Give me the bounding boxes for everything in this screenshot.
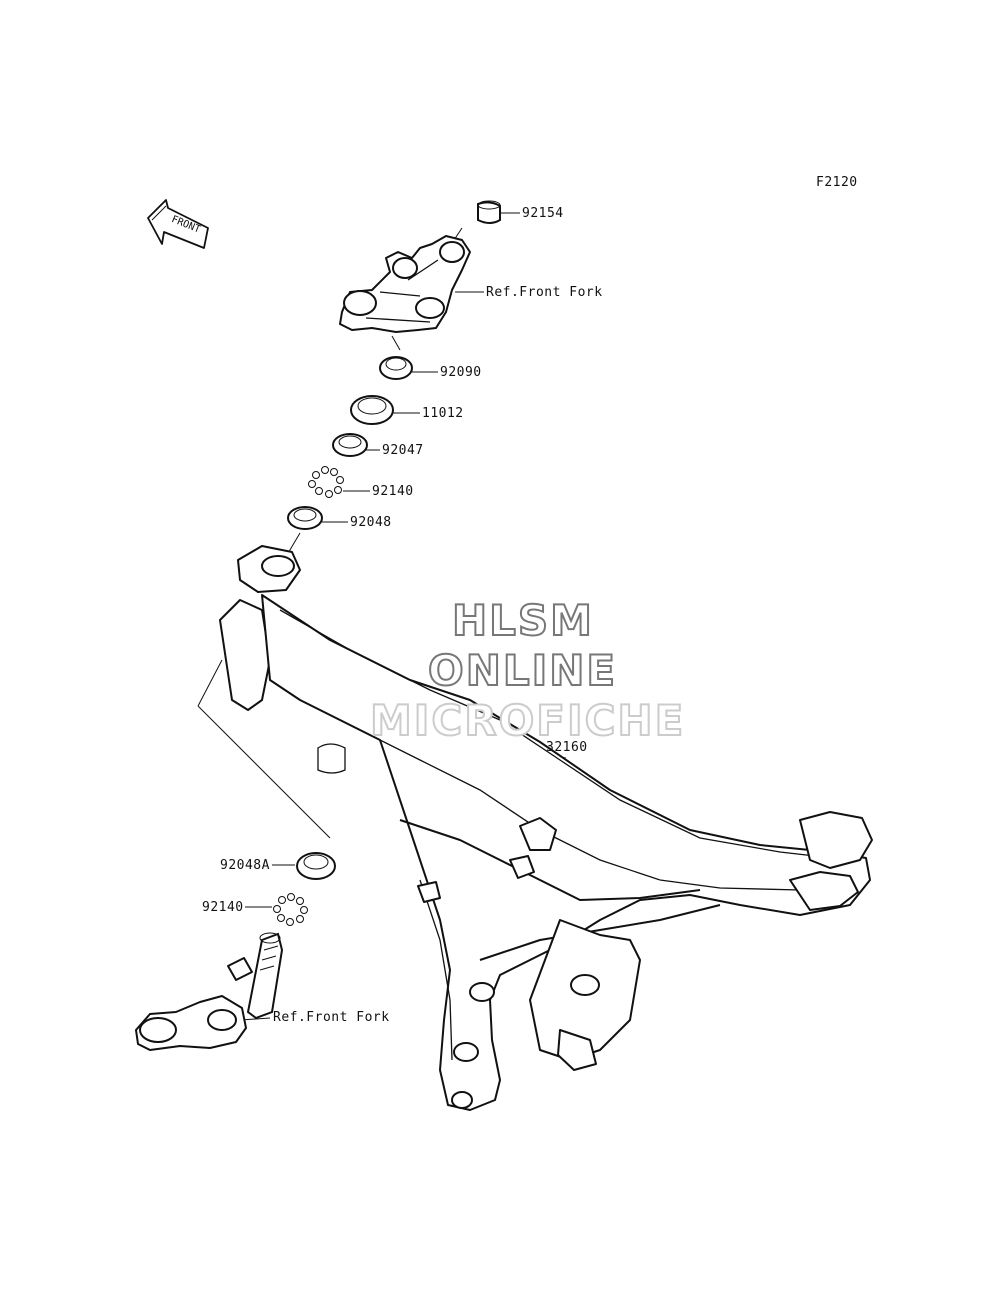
lower-steering-stem (135, 932, 284, 1051)
callout-92047: 92047 (382, 443, 424, 458)
race-92048 (287, 506, 323, 530)
callout-92048: 92048 (350, 515, 392, 530)
callout-92090: 92090 (440, 365, 482, 380)
callout-32160: 32160 (546, 740, 588, 755)
watermark-line-3: MICROFICHE (369, 696, 686, 745)
upper-steering-bracket (339, 235, 471, 333)
cap-11012 (350, 395, 394, 425)
figure-code: F2120 (816, 175, 858, 190)
front-direction-arrow-icon: FRONT (147, 199, 209, 249)
balls-92140-lower (273, 893, 308, 926)
race-92047 (332, 433, 368, 457)
race-92048A (296, 852, 336, 880)
callout-ref-front-fork-upper: Ref.Front Fork (486, 285, 603, 300)
callout-ref-front-fork-lower: Ref.Front Fork (273, 1010, 390, 1025)
callout-92140-upper: 92140 (372, 484, 414, 499)
watermark-line-1: HLSM (451, 596, 594, 645)
seal-92090 (379, 356, 413, 380)
frame-32160 (219, 545, 873, 1111)
balls-92140-upper (308, 466, 344, 498)
callout-11012: 11012 (422, 406, 464, 421)
callout-92048A: 92048A (220, 858, 270, 873)
callout-92140-lower: 92140 (202, 900, 244, 915)
watermark-line-2: ONLINE (427, 646, 618, 695)
nut-92154 (477, 200, 501, 224)
callout-92154: 92154 (522, 206, 564, 221)
